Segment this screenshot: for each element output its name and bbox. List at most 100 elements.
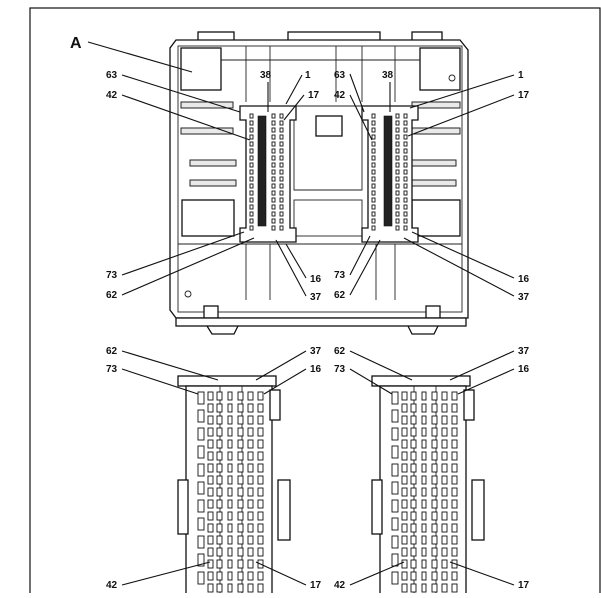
callout-top-left-42: 42 bbox=[106, 90, 118, 101]
pin-cavity bbox=[451, 403, 458, 413]
pin-cavity bbox=[249, 218, 254, 224]
pin-cavity bbox=[441, 499, 448, 509]
pin-cavity bbox=[197, 391, 205, 405]
pin-cavity bbox=[279, 211, 284, 217]
pin-cavity bbox=[271, 155, 276, 161]
pin-cavity bbox=[410, 487, 417, 497]
pin-cavity bbox=[441, 463, 448, 473]
callout-top-right-16: 16 bbox=[518, 274, 530, 285]
pin-cavity bbox=[371, 183, 376, 189]
pin-cavity bbox=[421, 391, 427, 401]
callout-bottom-right-16: 16 bbox=[518, 364, 530, 375]
callout-top-right-1: 1 bbox=[518, 70, 524, 81]
pin-cavity bbox=[403, 197, 408, 203]
pin-cavity bbox=[237, 415, 244, 425]
callout-bottom-left-16: 16 bbox=[310, 364, 322, 375]
pin-cavity bbox=[216, 427, 223, 437]
pin-cavity bbox=[197, 427, 205, 441]
pin-cavity bbox=[410, 463, 417, 473]
pin-cavity bbox=[279, 127, 284, 133]
connector-right-top bbox=[361, 105, 419, 243]
pin-cavity bbox=[247, 475, 254, 485]
pin-cavity bbox=[216, 451, 223, 461]
pin-cavity bbox=[403, 183, 408, 189]
pin-cavity bbox=[421, 523, 427, 533]
pin-cavity bbox=[451, 499, 458, 509]
pin-cavity bbox=[247, 451, 254, 461]
pin-cavity bbox=[271, 197, 276, 203]
pin-cavity bbox=[431, 487, 438, 497]
figure-border bbox=[29, 7, 601, 598]
pin-cavity bbox=[395, 218, 400, 224]
pin-cavity bbox=[451, 535, 458, 545]
pin-cavity bbox=[227, 571, 233, 581]
pin-cavity bbox=[431, 523, 438, 533]
pin-cavity bbox=[401, 499, 408, 509]
pin-cavity bbox=[216, 415, 223, 425]
pin-cavity bbox=[410, 427, 417, 437]
pin-cavity bbox=[391, 535, 399, 549]
pin-cavity bbox=[279, 141, 284, 147]
pin-cavity bbox=[441, 571, 448, 581]
pin-cavity bbox=[279, 169, 284, 175]
pin-cavity bbox=[247, 403, 254, 413]
pin-cavity bbox=[401, 547, 408, 557]
pin-cavity bbox=[197, 517, 205, 531]
pin-cavity bbox=[403, 204, 408, 210]
pin-cavity bbox=[371, 218, 376, 224]
pin-cavity bbox=[371, 197, 376, 203]
callout-bottom-left-17: 17 bbox=[310, 580, 322, 591]
pin-cavity bbox=[371, 141, 376, 147]
pin-cavity bbox=[237, 583, 244, 593]
pin-cavity bbox=[247, 463, 254, 473]
pin-cavity bbox=[395, 169, 400, 175]
pin-cavity bbox=[279, 183, 284, 189]
pin-cavity bbox=[403, 218, 408, 224]
pin-cavity bbox=[421, 559, 427, 569]
pin-cavity bbox=[216, 535, 223, 545]
pin-cavity bbox=[401, 571, 408, 581]
callout-top-right-73: 73 bbox=[334, 270, 346, 281]
pin-cavity bbox=[395, 134, 400, 140]
pin-cavity bbox=[237, 403, 244, 413]
pin-cavity bbox=[421, 427, 427, 437]
pin-cavity bbox=[249, 169, 254, 175]
pin-cavity bbox=[395, 127, 400, 133]
pin-cavity bbox=[247, 535, 254, 545]
pin-cavity bbox=[441, 475, 448, 485]
pin-cavity bbox=[271, 190, 276, 196]
pin-cavity bbox=[391, 409, 399, 423]
pin-cavity bbox=[371, 204, 376, 210]
pin-cavity bbox=[257, 511, 264, 521]
pin-cavity bbox=[395, 225, 400, 231]
pin-cavity bbox=[395, 190, 400, 196]
callout-bottom-left-62: 62 bbox=[106, 346, 118, 357]
pin-cavity bbox=[431, 583, 438, 593]
pin-cavity bbox=[391, 571, 399, 585]
pin-cavity bbox=[371, 176, 376, 182]
pin-cavity bbox=[279, 197, 284, 203]
pin-cavity bbox=[216, 523, 223, 533]
pin-cavity bbox=[237, 523, 244, 533]
pin-cavity bbox=[227, 547, 233, 557]
pin-cavity bbox=[237, 391, 244, 401]
pin-cavity bbox=[207, 523, 214, 533]
pin-cavity bbox=[451, 427, 458, 437]
callout-top-left-16: 16 bbox=[310, 274, 322, 285]
pin-cavity bbox=[207, 571, 214, 581]
pin-cavity bbox=[410, 391, 417, 401]
pin-cavity bbox=[279, 120, 284, 126]
pin-cavity bbox=[410, 499, 417, 509]
callout-bottom-right-42: 42 bbox=[334, 580, 346, 591]
pin-cavity bbox=[237, 427, 244, 437]
pin-cavity bbox=[410, 439, 417, 449]
pin-cavity bbox=[395, 211, 400, 217]
pin-cavity bbox=[197, 445, 205, 459]
callout-bottom-right-37: 37 bbox=[518, 346, 530, 357]
pin-cavity bbox=[271, 141, 276, 147]
pin-cavity bbox=[247, 391, 254, 401]
pin-cavity bbox=[395, 176, 400, 182]
pin-cavity bbox=[216, 391, 223, 401]
pin-cavity bbox=[431, 511, 438, 521]
